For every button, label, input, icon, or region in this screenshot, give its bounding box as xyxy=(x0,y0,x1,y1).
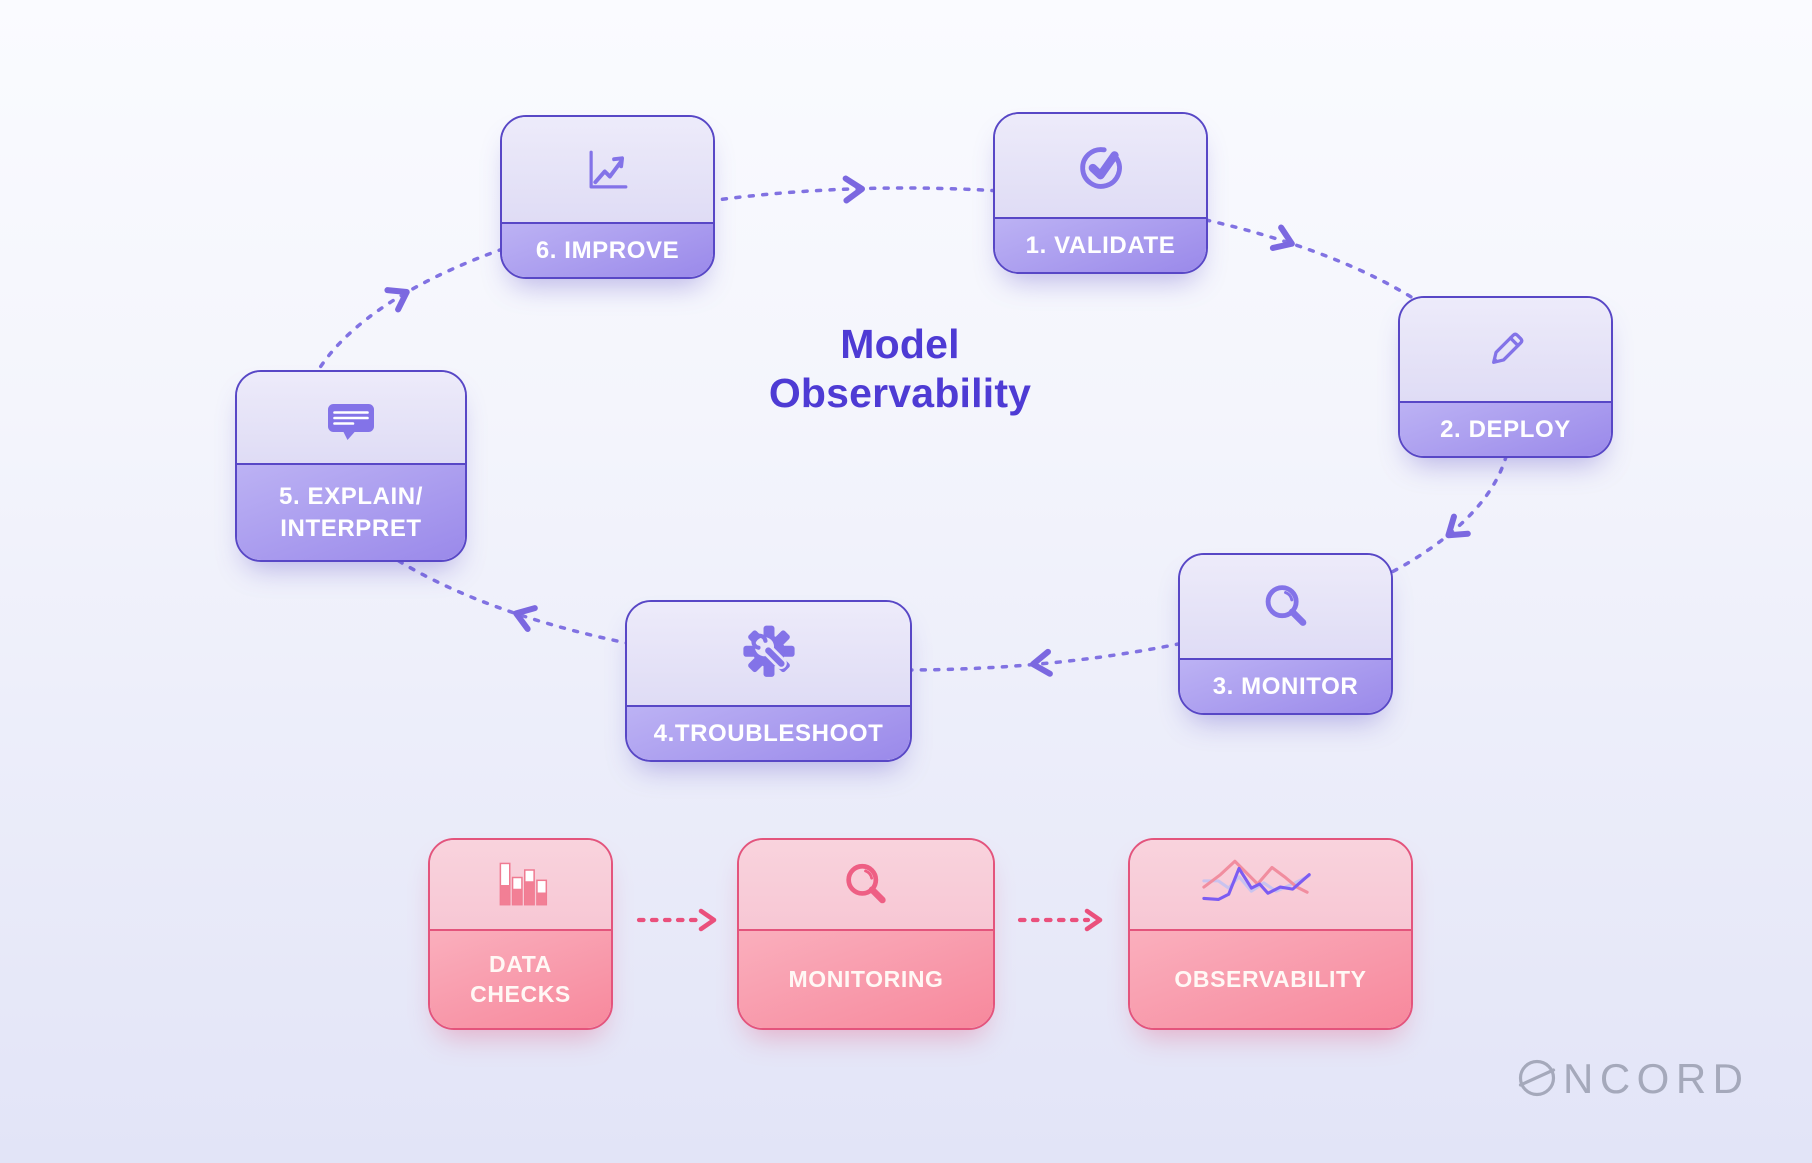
arrow-chevron-icon xyxy=(698,908,717,932)
card-icon-area xyxy=(1180,555,1391,660)
arrow-chevron-icon xyxy=(1445,513,1471,539)
cycle-card-validate: 1. VALIDATE xyxy=(993,112,1208,274)
cycle-card-deploy: 2. DEPLOY xyxy=(1398,296,1613,458)
card-label: OBSERVABILITY xyxy=(1130,931,1411,1028)
encord-logo-text: NCORD xyxy=(1563,1055,1750,1102)
card-icon-area xyxy=(995,114,1206,219)
line-chart-icon xyxy=(1201,859,1311,901)
card-label: 6. IMPROVE xyxy=(502,224,713,277)
card-label: 3. MONITOR xyxy=(1180,660,1391,713)
arrow-chevron-icon xyxy=(384,287,410,313)
card-label: 5. EXPLAIN/ INTERPRET xyxy=(237,465,465,560)
arrow-chevron-icon xyxy=(1269,224,1295,251)
card-icon-area xyxy=(1400,298,1611,403)
card-icon-area xyxy=(739,840,993,931)
card-label: 1. VALIDATE xyxy=(995,219,1206,272)
magnifier-icon xyxy=(846,863,886,903)
card-icon-area xyxy=(502,117,713,224)
card-label: 4.TROUBLESHOOT xyxy=(627,707,910,760)
diagram-title: Model Observability xyxy=(768,321,1032,417)
arrow-chevron-icon xyxy=(513,605,538,632)
check-circle-icon xyxy=(1079,146,1122,189)
cycle-card-troubleshoot: 4.TROUBLESHOOT xyxy=(625,600,912,762)
card-icon-area xyxy=(430,840,611,931)
arrow-chevron-icon xyxy=(842,175,865,204)
cycle-card-explain-interpret: 5. EXPLAIN/ INTERPRET xyxy=(235,370,467,562)
gear-wrench-icon xyxy=(742,625,795,677)
cycle-card-improve: 6. IMPROVE xyxy=(500,115,715,279)
bar-chart-icon xyxy=(499,862,547,905)
arrow-chevron-icon xyxy=(1030,648,1053,677)
pencil-icon xyxy=(1491,332,1523,364)
card-label: 2. DEPLOY xyxy=(1400,403,1611,456)
cycle-card-monitor: 3. MONITOR xyxy=(1178,553,1393,715)
magnifier-icon xyxy=(1265,584,1306,626)
encord-e-icon xyxy=(1518,1059,1556,1097)
card-icon-area xyxy=(1130,840,1411,931)
pipeline-card-observability: OBSERVABILITY xyxy=(1128,838,1413,1030)
trend-up-chart-icon xyxy=(589,150,627,188)
pipeline-card-monitoring: MONITORING xyxy=(737,838,995,1030)
card-icon-area xyxy=(627,602,910,707)
card-icon-area xyxy=(237,372,465,465)
card-label: DATA CHECKS xyxy=(430,931,611,1028)
encord-logo: NCORD xyxy=(1516,1054,1756,1109)
arrow-chevron-icon xyxy=(1084,908,1103,932)
card-label: MONITORING xyxy=(739,931,993,1028)
speech-bubble-icon xyxy=(328,403,374,440)
pipeline-card-data-checks: DATA CHECKS xyxy=(428,838,613,1030)
